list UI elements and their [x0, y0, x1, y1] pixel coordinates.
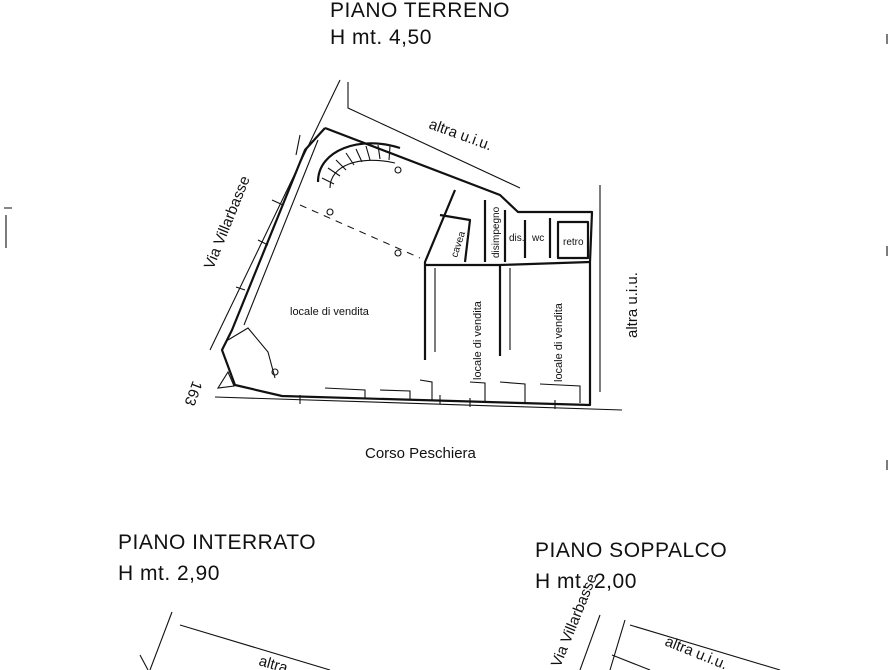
room-dis: dis. [509, 233, 525, 244]
margin-mark-left [4, 207, 12, 248]
top-boundary-line [347, 82, 521, 189]
street-boundary-line [214, 396, 623, 411]
mezzanine-fragment-lines [579, 614, 781, 670]
partition-main-east [423, 189, 457, 360]
building-outer-wall [220, 127, 592, 407]
neighbor-right-label: altra u.i.u. [624, 272, 641, 338]
basement-neighbor-label: altra [257, 653, 290, 670]
mezzanine-edge-dashed [299, 204, 421, 259]
room-shop2-sales: locale di vendita [472, 300, 484, 380]
ground-floor-plan [209, 79, 623, 411]
partition-service-south [499, 260, 591, 267]
room-hallway: disimpegno [491, 206, 502, 258]
inner-west-wall [243, 139, 319, 326]
ground-floor-title: PIANO TERRENO [330, 0, 510, 22]
staircase-steps [321, 144, 391, 185]
corner-entrance [227, 327, 276, 379]
building-north-wall [324, 126, 594, 263]
corner-column [271, 368, 279, 376]
street-number: 163 [181, 379, 206, 408]
staircase-post [394, 166, 402, 174]
basement-height: H mt. 2,90 [118, 562, 220, 585]
column-marker-2 [394, 249, 402, 257]
window-ticks [235, 134, 556, 409]
street-number-marker [216, 370, 235, 389]
shopfront-openings [324, 379, 581, 403]
ground-floor-height: H mt. 4,50 [330, 26, 432, 49]
basement-title: PIANO INTERRATO [118, 531, 316, 554]
mezzanine-plan-fragment: Via Villarbasse altra u.i.u. [548, 572, 781, 670]
street-via-villarbasse: Via Villarbasse [201, 174, 254, 272]
street-corso-peschiera: Corso Peschiera [365, 445, 477, 462]
left-boundary-line [209, 79, 341, 351]
basement-fragment-lines [139, 611, 331, 670]
mezzanine-height: H mt. 2,00 [535, 570, 637, 593]
service-room-walls [523, 218, 590, 260]
room-wc: wc [531, 233, 544, 244]
room-main-sales: locale di vendita [290, 306, 370, 318]
staircase-outer [316, 142, 401, 183]
neighbor-top-label: altra u.i.u. [427, 116, 495, 155]
cellar-walls [439, 213, 472, 263]
basement-plan-fragment: altra [139, 611, 331, 670]
room-back: retro [563, 237, 584, 248]
partition-shop2 [425, 263, 502, 356]
mezzanine-title: PIANO SOPPALCO [535, 539, 727, 562]
room-shop3-sales: locale di vendita [553, 302, 565, 382]
column-marker-1 [326, 208, 334, 216]
staircase-inner [329, 159, 396, 189]
